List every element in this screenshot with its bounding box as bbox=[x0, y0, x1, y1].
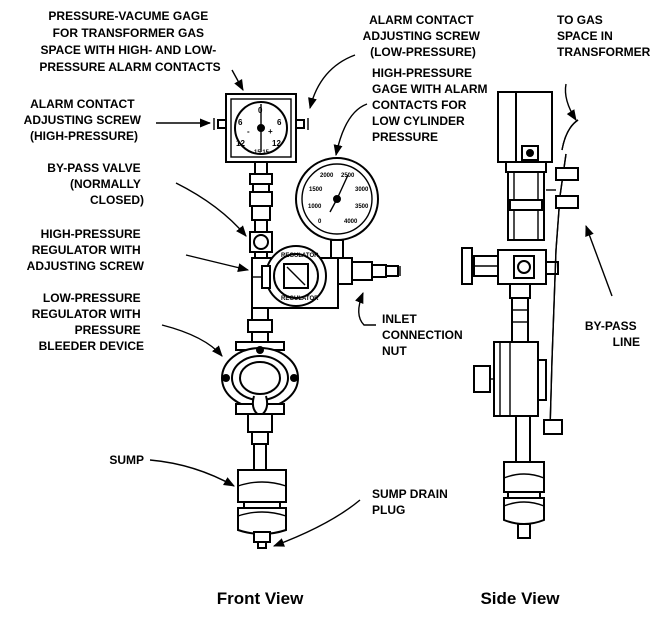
hp-scale-1000: 1000 bbox=[308, 204, 322, 210]
arrow-pressure-vacuum-gage bbox=[231, 69, 244, 91]
hp-scale-4000: 4000 bbox=[344, 219, 358, 225]
hp-scale-1500: 1500 bbox=[309, 187, 323, 193]
side-view-apparatus bbox=[461, 91, 579, 539]
arrow-low-pressure-regulator bbox=[161, 324, 223, 357]
hp-scale-0: 0 bbox=[318, 219, 322, 225]
label-high-pressure-gage: HIGH-PRESSURE GAGE WITH ALARM CONTACTS F… bbox=[372, 66, 491, 144]
vacuum-dial-right: 6 bbox=[277, 118, 282, 127]
inlet-connection-nut bbox=[337, 257, 401, 285]
high-pressure-gage: 0 1000 1500 2000 2500 3000 3500 4000 bbox=[295, 157, 379, 259]
vacuum-dial-left: 6 bbox=[238, 118, 243, 127]
hp-scale-3500: 3500 bbox=[355, 204, 369, 210]
vacuum-minus-sign: - bbox=[247, 127, 250, 136]
label-high-pressure-regulator: HIGH-PRESSURE REGULATOR WITH ADJUSTING S… bbox=[27, 227, 145, 273]
arrow-high-pressure-regulator bbox=[185, 254, 250, 272]
vacuum-dial-bottom-right: 12 bbox=[272, 139, 281, 148]
vacuum-dial-top: 0 bbox=[258, 106, 263, 115]
label-bypass-line: BY-PASS LINE bbox=[585, 319, 640, 349]
label-low-pressure-regulator: LOW-PRESSURE REGULATOR WITH PRESSURE BLE… bbox=[32, 291, 144, 353]
hp-scale-2000: 2000 bbox=[320, 173, 334, 179]
high-pressure-regulator: REGULATOR REGULATOR bbox=[251, 245, 339, 309]
vacuum-dial-bottom-left: 12 bbox=[236, 139, 245, 148]
front-view-apparatus: 0 6 6 12 12 15 15 - + bbox=[213, 93, 401, 549]
arrow-sump-drain-plug bbox=[272, 499, 361, 547]
labels: PRESSURE-VACUME GAGE FOR TRANSFORMER GAS… bbox=[24, 9, 651, 517]
vacuum-plus-sign: + bbox=[268, 127, 273, 136]
hp-scale-3000: 3000 bbox=[355, 187, 369, 193]
front-upper-pipe bbox=[249, 161, 273, 233]
regulator-top-text: REGULATOR bbox=[281, 253, 319, 259]
pressure-vacuum-gage: 0 6 6 12 12 15 15 - + bbox=[213, 93, 309, 163]
front-lower-pipe bbox=[247, 307, 273, 343]
bypass-valve bbox=[249, 231, 273, 261]
arrow-bypass-valve bbox=[175, 182, 247, 237]
arrow-inlet-connection bbox=[355, 291, 376, 326]
label-inlet-connection-nut: INLET CONNECTION NUT bbox=[382, 312, 466, 358]
regulator-bottom-text: REGULATOR bbox=[281, 296, 319, 302]
arrow-sump bbox=[149, 459, 235, 487]
caption-side-view: Side View bbox=[480, 589, 560, 608]
arrow-bypass-line bbox=[585, 224, 613, 297]
arrow-to-gas-space bbox=[564, 83, 577, 121]
label-sump: SUMP bbox=[109, 453, 144, 467]
label-sump-drain-plug: SUMP DRAIN PLUG bbox=[372, 487, 451, 517]
arrow-high-pressure-gage bbox=[333, 103, 368, 157]
label-to-gas-space: TO GAS SPACE IN TRANSFORMER bbox=[557, 13, 651, 59]
label-alarm-contact-low: ALARM CONTACT ADJUSTING SCREW (LOW-PRESS… bbox=[363, 13, 484, 59]
vacuum-dial-bottom: 15 15 bbox=[254, 150, 270, 156]
label-alarm-contact-high: ALARM CONTACT ADJUSTING SCREW (HIGH-PRES… bbox=[24, 97, 145, 143]
leader-arrows bbox=[149, 54, 613, 547]
caption-front-view: Front View bbox=[217, 589, 304, 608]
arrow-alarm-contact-low bbox=[308, 54, 356, 110]
label-pressure-vacuum-gage: PRESSURE-VACUME GAGE FOR TRANSFORMER GAS… bbox=[39, 9, 220, 74]
front-sump-pipe bbox=[247, 413, 273, 471]
front-sump bbox=[237, 469, 287, 549]
label-bypass-valve: BY-PASS VALVE (NORMALLY CLOSED) bbox=[47, 161, 144, 207]
low-pressure-regulator bbox=[221, 341, 299, 418]
